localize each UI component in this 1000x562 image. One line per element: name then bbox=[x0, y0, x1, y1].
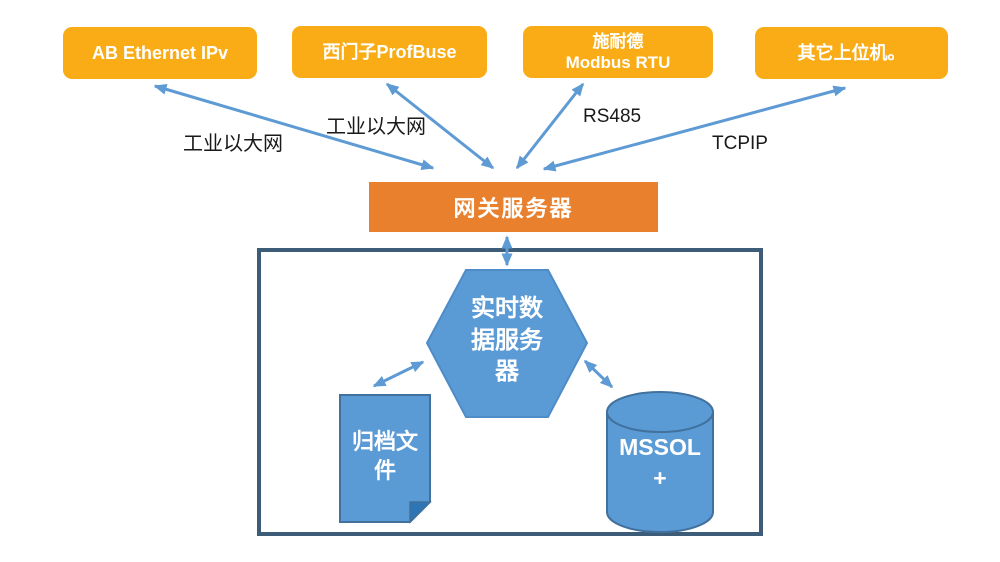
archive-file-label: 归档文 件 bbox=[351, 429, 418, 483]
edge-label-tcpip: TCPIP bbox=[712, 133, 768, 154]
realtime-server-label: 实时数 据服务 器 bbox=[471, 295, 543, 386]
connector-realtime-database bbox=[583, 359, 614, 389]
node-siemens-profibus: 西门子ProfBuse bbox=[292, 26, 487, 78]
database-cylinder-body bbox=[606, 412, 714, 533]
node-schneider-modbus: 施耐德 Modbus RTU bbox=[523, 26, 713, 78]
connector-schneider-gateway bbox=[515, 82, 585, 170]
connector-other-gateway bbox=[542, 85, 847, 172]
edge-label-industrial-ethernet-2: 工业以大网 bbox=[326, 116, 426, 138]
connector-siemens-gateway bbox=[385, 82, 495, 170]
connector-realtime-archive bbox=[372, 360, 425, 388]
edge-label-industrial-ethernet-1: 工业以大网 bbox=[183, 133, 283, 155]
database-label: MSSOL + bbox=[619, 434, 701, 492]
archive-file-fold-icon bbox=[409, 501, 432, 524]
gateway-server-node: 网关服务器 bbox=[369, 182, 658, 232]
realtime-server-hexagon bbox=[425, 269, 589, 418]
node-ab-ethernet: AB Ethernet IPv bbox=[63, 27, 257, 79]
node-other-host: 其它上位机。 bbox=[755, 27, 948, 79]
edge-label-rs485: RS485 bbox=[583, 106, 642, 127]
database-cylinder-top bbox=[606, 391, 714, 433]
